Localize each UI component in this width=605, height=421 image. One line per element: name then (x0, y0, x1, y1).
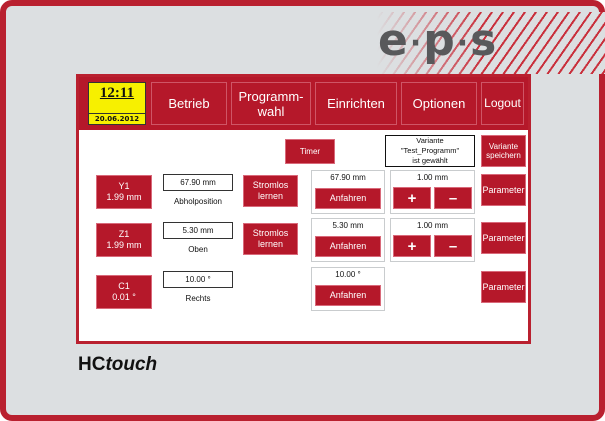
clock-date: 20.06.2012 (89, 113, 145, 123)
variante-name: "Test_Programm" (400, 146, 460, 155)
axis-z1-name: Z1 (118, 229, 130, 239)
hctouch-brand: HCtouch (78, 354, 157, 376)
axis-y1-name: Y1 (118, 181, 130, 191)
axis-z1-anfahren-button[interactable]: Anfahren (315, 236, 381, 257)
logo-letter-p: p (423, 15, 456, 66)
axis-c1-position-field[interactable]: 10.00 ° (163, 271, 233, 288)
touch-screen: 12:11 20.06.2012 Betrieb Programm- wahl … (76, 74, 531, 344)
logo-text: e·p·s (378, 18, 497, 67)
logo-letter-e: e (378, 15, 409, 66)
axis-z1-target-value: 5.30 mm (332, 221, 364, 230)
axis-y1-parameter-button[interactable]: Parameter (481, 174, 526, 206)
axis-z1-stromlos-lernen-button[interactable]: Stromlos lernen (243, 223, 298, 255)
axis-z1-step-value: 1.00 mm (416, 221, 449, 230)
axis-y1-minus-button[interactable]: – (434, 187, 472, 209)
logo-dot-2: · (456, 26, 470, 61)
brand-touch: touch (105, 354, 158, 375)
axis-z1-parameter-button[interactable]: Parameter (481, 222, 526, 254)
variante-speichern-button[interactable]: Variante speichern (481, 135, 526, 167)
brand-hc: HC (78, 354, 106, 375)
clock-display: 12:11 20.06.2012 (88, 82, 146, 125)
variante-info-box: Variante "Test_Programm" ist gewählt (385, 135, 475, 167)
logo-letter-s: s (470, 15, 498, 66)
axis-c1-value: 0.01 ° (112, 292, 136, 302)
tab-programmwahl[interactable]: Programm- wahl (231, 82, 311, 125)
axis-c1-position-caption: Rechts (185, 294, 211, 303)
logo-dot-1: · (409, 26, 423, 61)
axis-y1-value: 1.99 mm (106, 192, 142, 202)
tab-logout[interactable]: Logout (481, 82, 524, 125)
variante-label: Variante (416, 136, 444, 145)
axis-y1-status-button[interactable]: Y1 1.99 mm (96, 175, 152, 209)
eps-logo: e·p·s (364, 12, 605, 74)
axis-c1-parameter-button[interactable]: Parameter (481, 271, 526, 303)
axis-z1-plus-button[interactable]: + (393, 235, 431, 257)
axis-c1-status-button[interactable]: C1 0.01 ° (96, 275, 152, 309)
axis-y1-target-value: 67.90 mm (330, 173, 366, 182)
axis-z1-position-field[interactable]: 5.30 mm (163, 222, 233, 239)
tab-einrichten[interactable]: Einrichten (315, 82, 397, 125)
logo-stripes-decoration (364, 12, 605, 74)
axis-z1-value: 1.99 mm (106, 240, 142, 250)
axis-c1-target-value: 10.00 ° (335, 270, 361, 279)
axis-y1-anfahren-button[interactable]: Anfahren (315, 188, 381, 209)
clock-time: 12:11 (99, 85, 135, 101)
axis-y1-position-field[interactable]: 67.90 mm (163, 174, 233, 191)
axis-c1-anfahren-button[interactable]: Anfahren (315, 285, 381, 306)
axis-y1-stromlos-lernen-button[interactable]: Stromlos lernen (243, 175, 298, 207)
axis-z1-minus-button[interactable]: – (434, 235, 472, 257)
axis-y1-position-caption: Abholposition (173, 197, 223, 206)
tab-betrieb[interactable]: Betrieb (151, 82, 227, 125)
axis-y1-step-value: 1.00 mm (416, 173, 449, 182)
axis-c1-name: C1 (118, 281, 130, 291)
tab-optionen[interactable]: Optionen (401, 82, 477, 125)
axis-z1-status-button[interactable]: Z1 1.99 mm (96, 223, 152, 257)
timer-button[interactable]: Timer (285, 139, 335, 164)
axis-z1-position-caption: Oben (188, 245, 208, 254)
axis-y1-plus-button[interactable]: + (393, 187, 431, 209)
variante-status: ist gewählt (412, 156, 448, 165)
